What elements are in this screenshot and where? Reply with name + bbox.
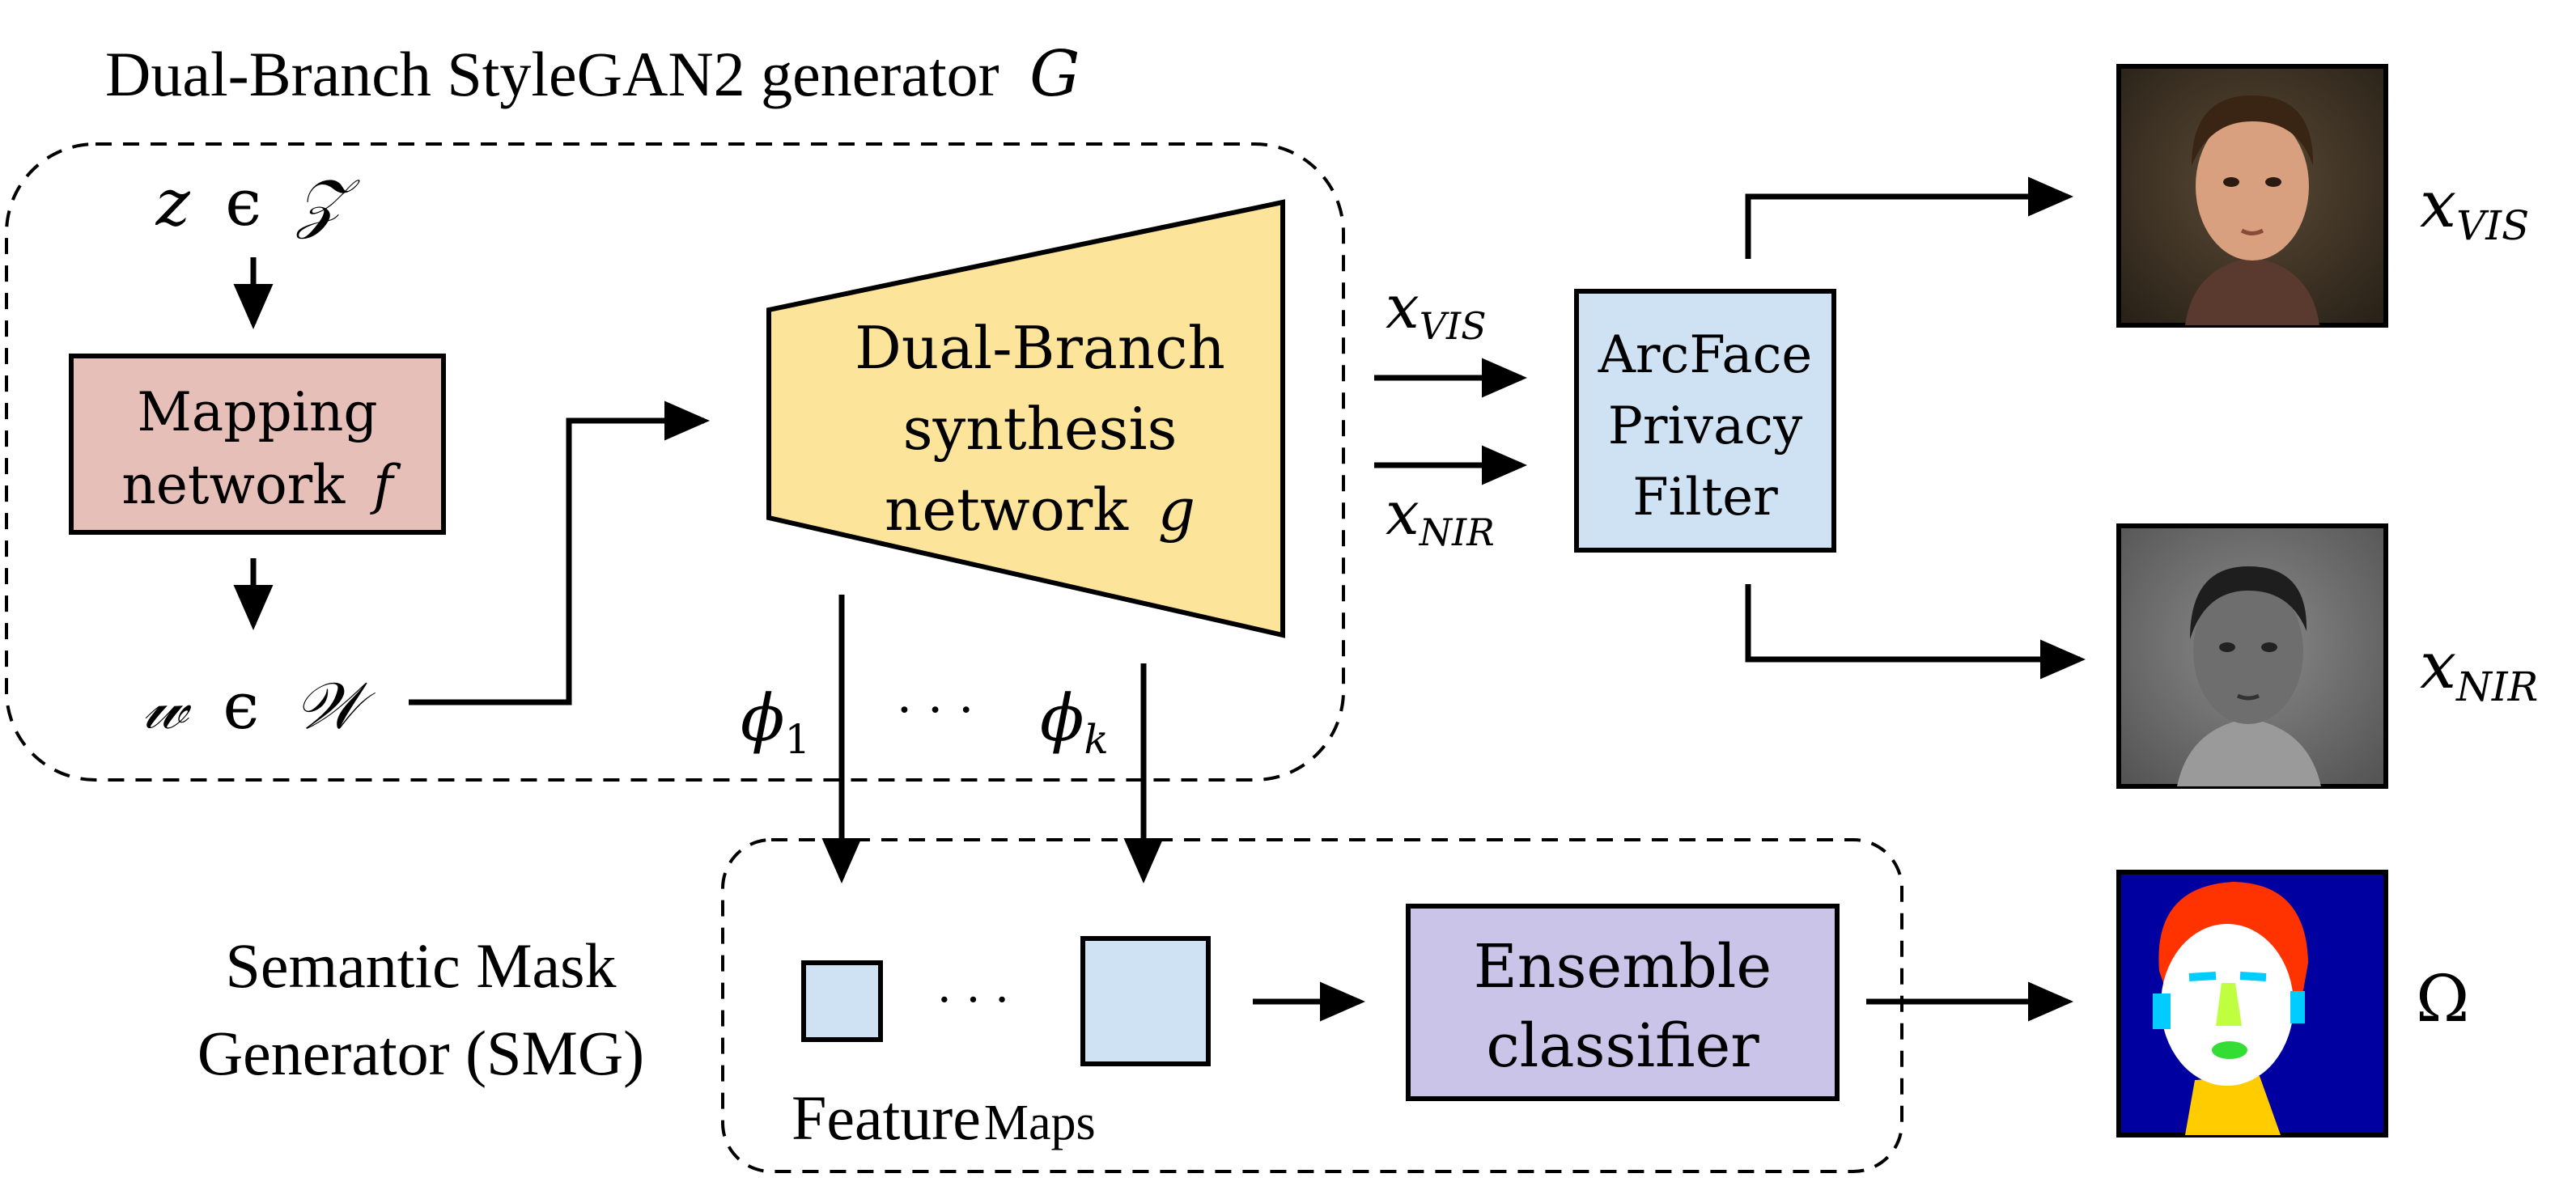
ensemble-line1: Ensemble bbox=[1474, 932, 1772, 1002]
x-nir-arrow-label: xNIR bbox=[1386, 479, 1495, 554]
x-vis-output-label: xVIS bbox=[2420, 167, 2529, 249]
generator-container bbox=[5, 142, 1345, 782]
arcface-line1: ArcFace bbox=[1598, 325, 1813, 385]
arcface-line3: Filter bbox=[1632, 468, 1778, 527]
phi-dots: · · · bbox=[897, 682, 974, 739]
synthesis-network-line2: synthesis bbox=[903, 395, 1178, 463]
nir-face-image bbox=[2116, 523, 2388, 789]
mapping-network-line1: Mapping bbox=[137, 381, 377, 443]
arrow-arcface-to-vis-image bbox=[1745, 176, 2073, 259]
synthesis-network-line1: Dual-Branch bbox=[855, 314, 1225, 382]
mapping-network-box bbox=[69, 354, 446, 535]
semantic-mask-image bbox=[2116, 870, 2388, 1138]
ensemble-classifier-box bbox=[1406, 904, 1840, 1101]
smg-container bbox=[721, 838, 1903, 1173]
phi-k-label: ϕk bbox=[1040, 680, 1109, 763]
arcface-line2: Privacy bbox=[1608, 396, 1802, 456]
synthesis-network-shape bbox=[766, 199, 1285, 638]
arrow-arcface-to-nir-image bbox=[1745, 584, 2086, 680]
latent-w-label: 𝓌 ϵ 𝒲 bbox=[143, 668, 376, 744]
synthesis-network-line3: network g bbox=[885, 476, 1195, 544]
smg-label-line1: Semantic Mask bbox=[225, 930, 616, 1001]
mapping-network-line2: network f bbox=[121, 454, 401, 516]
x-vis-arrow-label: xVIS bbox=[1386, 273, 1487, 348]
latent-z-label: z ϵ 𝒵 bbox=[155, 165, 361, 240]
vis-face-image bbox=[2116, 64, 2388, 328]
arcface-filter-box bbox=[1574, 289, 1836, 553]
x-nir-output-label: xNIR bbox=[2420, 628, 2538, 710]
generator-title: Dual-Branch StyleGAN2 generator G bbox=[105, 38, 1080, 111]
smg-label-line2: Generator (SMG) bbox=[197, 1018, 644, 1088]
ensemble-line2: classifier bbox=[1486, 1011, 1759, 1081]
arrow-w-to-synthesis bbox=[409, 400, 710, 705]
phi-1-label: ϕ1 bbox=[741, 680, 810, 763]
feature-maps-caption: Feature Maps bbox=[791, 1082, 1096, 1153]
omega-label: Ω bbox=[2416, 961, 2469, 1036]
feature-map-large bbox=[1080, 936, 1211, 1066]
feature-map-small bbox=[801, 960, 883, 1042]
feature-map-dots: · · · bbox=[937, 974, 1009, 1027]
